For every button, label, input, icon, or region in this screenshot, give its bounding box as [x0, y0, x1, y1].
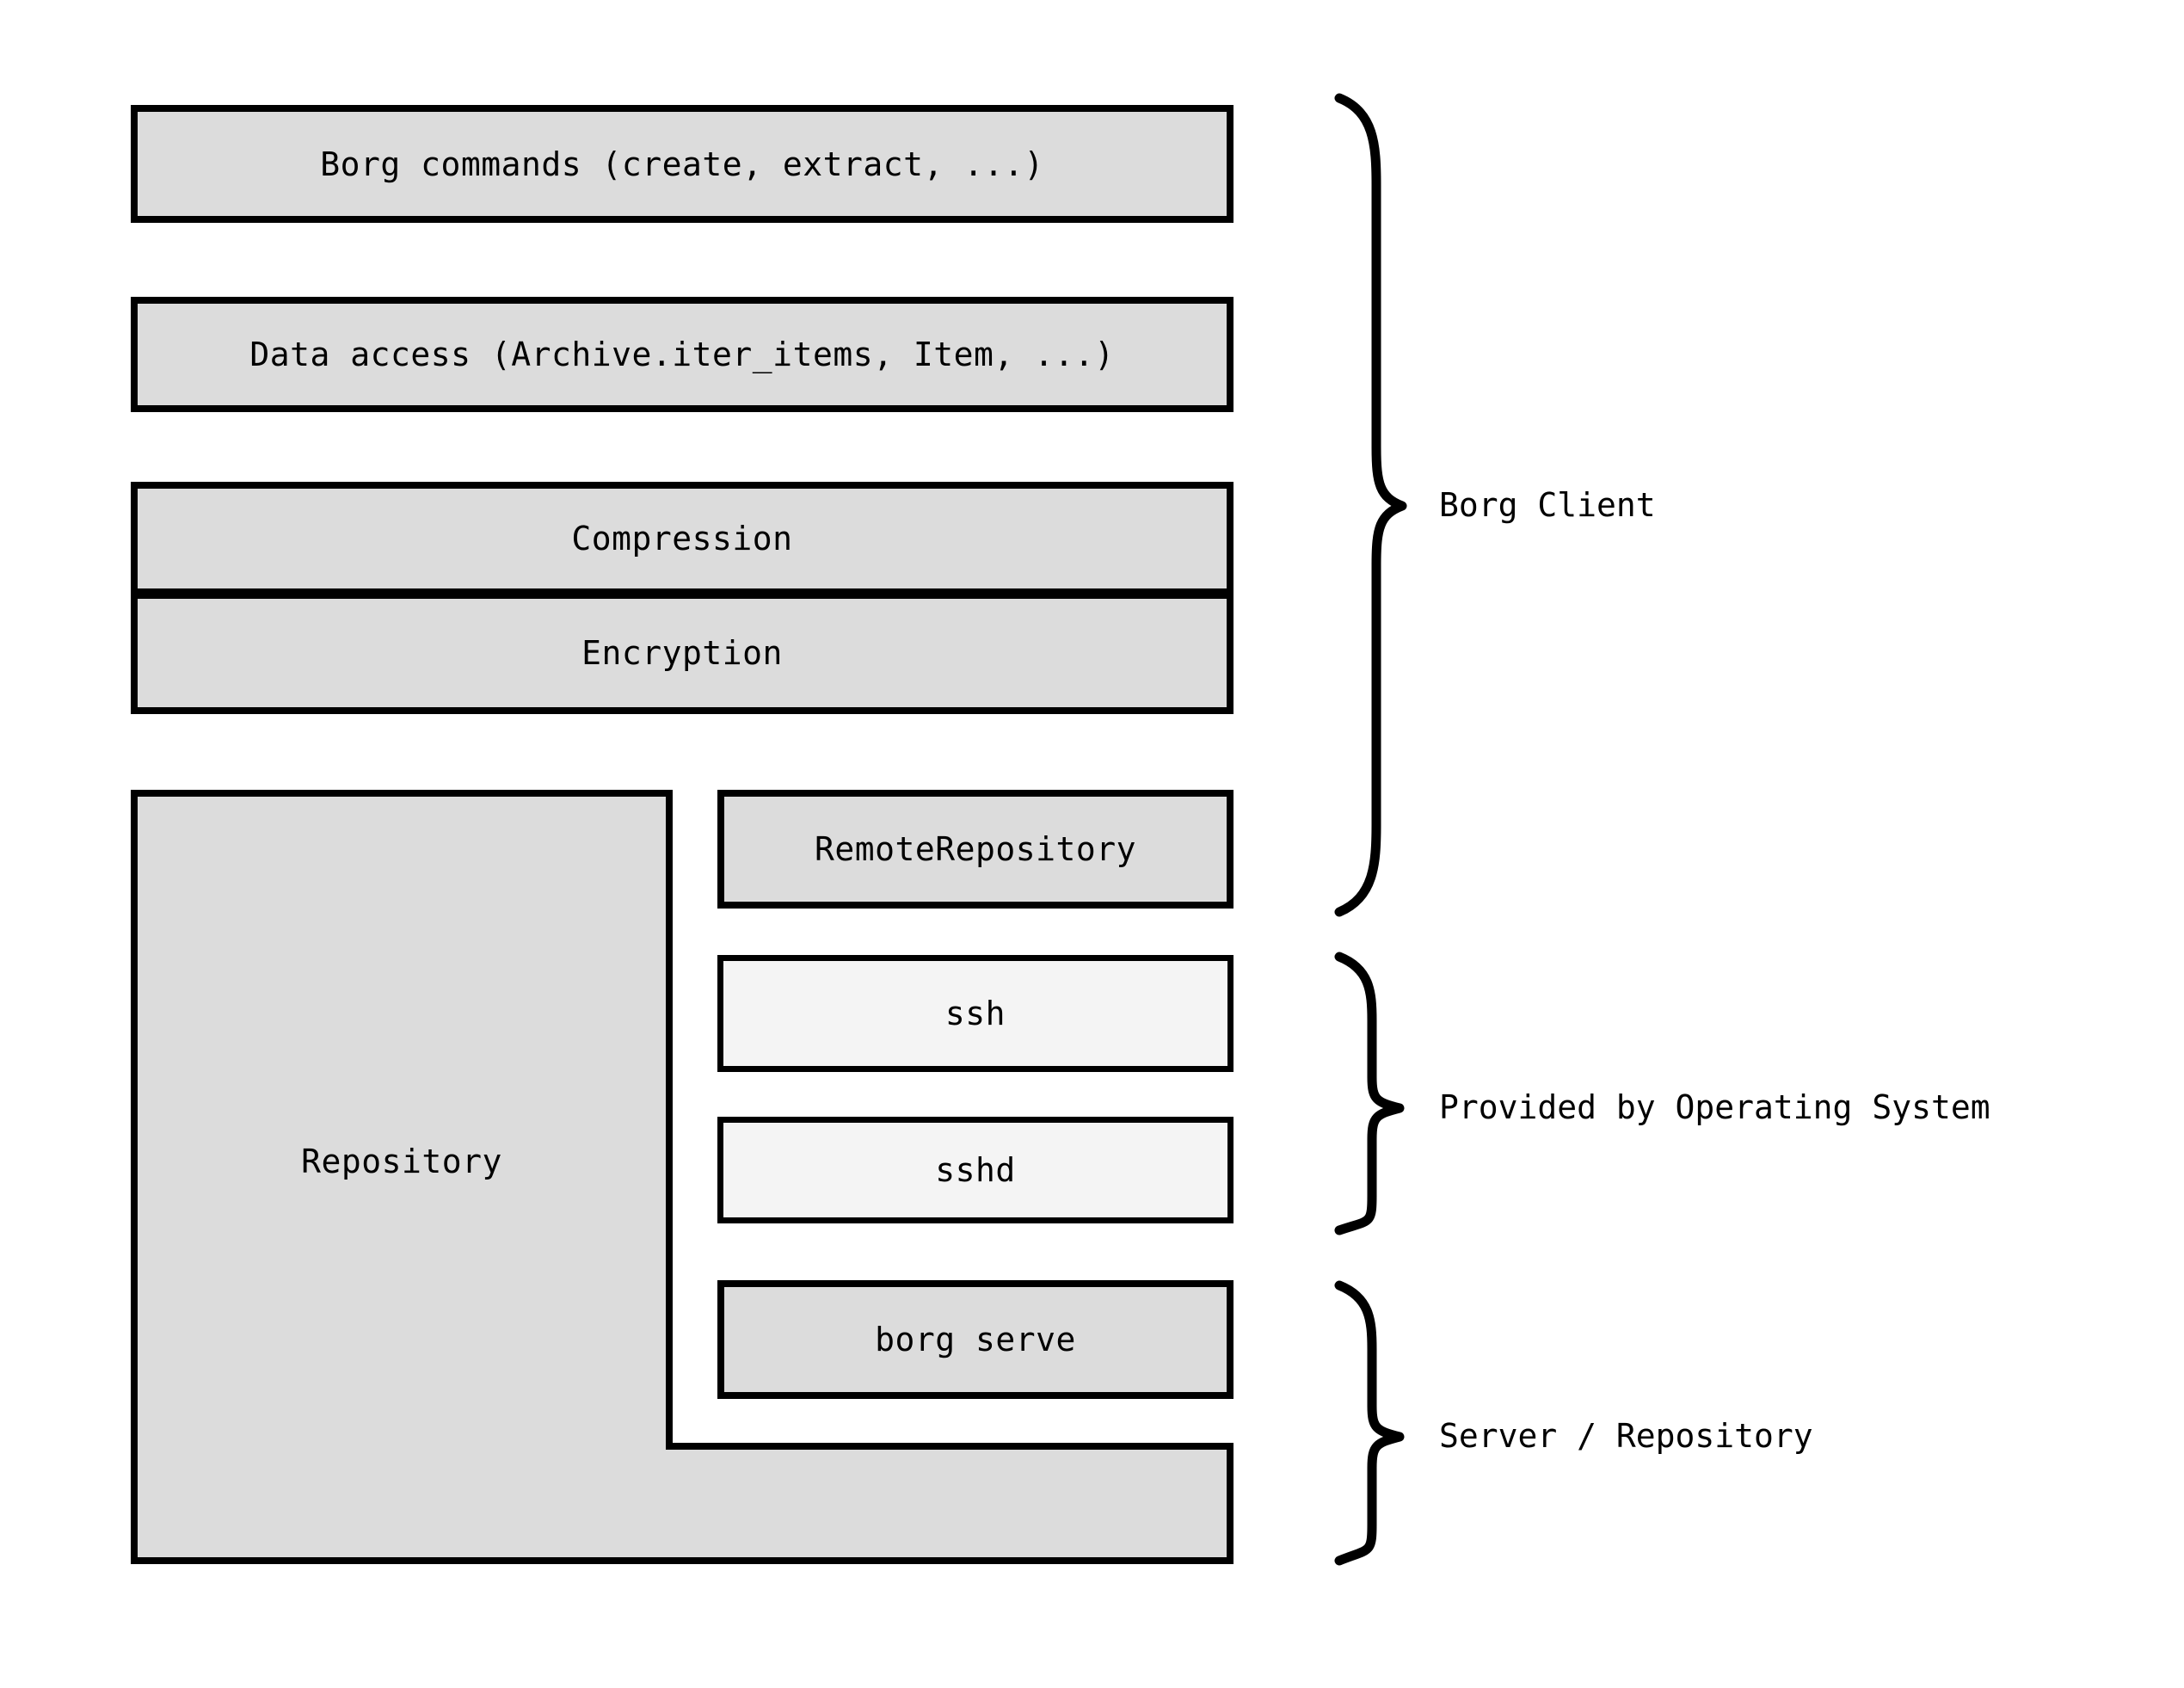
box-remote-repository-label: RemoteRepository: [814, 830, 1137, 868]
box-data-access-label: Data access (Archive.iter_items, Item, .…: [249, 336, 1115, 373]
brace-provided-by-os-icon: [1334, 952, 1405, 1235]
box-borg-commands-label: Borg commands (create, extract, ...): [320, 145, 1044, 183]
box-remote-repository[interactable]: RemoteRepository: [717, 790, 1233, 909]
repository-l-shape: [131, 790, 1233, 1564]
box-borg-serve[interactable]: borg serve: [717, 1280, 1233, 1399]
box-borg-commands[interactable]: Borg commands (create, extract, ...): [131, 105, 1233, 223]
box-sshd-label: sshd: [935, 1151, 1016, 1189]
box-compression[interactable]: Compression: [131, 482, 1233, 595]
box-ssh-label: ssh: [944, 995, 1006, 1032]
box-borg-serve-label: borg serve: [875, 1321, 1076, 1358]
brace-borg-client-icon: [1334, 93, 1407, 917]
brace-server-repository-icon: [1334, 1280, 1405, 1566]
group-label-server-repository: Server / Repository: [1439, 1417, 1813, 1455]
box-data-access[interactable]: Data access (Archive.iter_items, Item, .…: [131, 297, 1233, 412]
group-label-provided-by-os: Provided by Operating System: [1439, 1088, 1990, 1126]
group-label-borg-client: Borg Client: [1439, 486, 1656, 524]
box-repository-label: Repository: [301, 1143, 502, 1180]
box-encryption-label: Encryption: [581, 634, 783, 672]
box-compression-label: Compression: [571, 520, 793, 558]
box-repository[interactable]: Repository: [138, 1136, 666, 1187]
box-ssh[interactable]: ssh: [717, 955, 1233, 1072]
box-sshd[interactable]: sshd: [717, 1117, 1233, 1223]
box-encryption[interactable]: Encryption: [131, 592, 1233, 714]
